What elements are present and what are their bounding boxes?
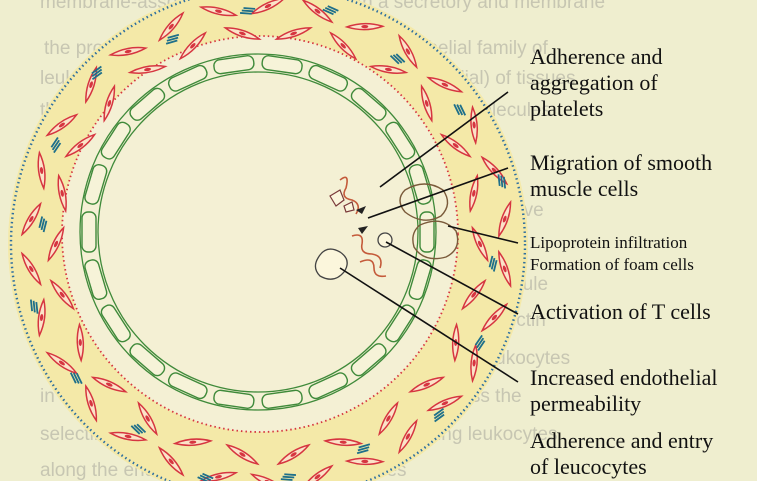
label-line: of leucocytes xyxy=(530,454,713,480)
endothelial-cell xyxy=(82,212,96,252)
label-line: Formation of foam cells xyxy=(530,254,694,276)
label-line: platelets xyxy=(530,96,663,122)
label-line: Adherence and entry xyxy=(530,428,713,454)
label-smooth-muscle: Migration of smooth muscle cells xyxy=(530,150,712,202)
label-line: Adherence and xyxy=(530,44,663,70)
label-line: Lipoprotein infiltration xyxy=(530,232,694,254)
label-line: permeability xyxy=(530,391,718,417)
label-line: aggregation of xyxy=(530,70,663,96)
label-line: Activation of T cells xyxy=(530,299,711,325)
label-line: muscle cells xyxy=(530,176,712,202)
label-lipoprotein: Lipoprotein infiltration Formation of fo… xyxy=(530,232,694,276)
label-platelets: Adherence and aggregation of platelets xyxy=(530,44,663,122)
label-leucocytes: Adherence and entry of leucocytes xyxy=(530,428,713,480)
endothelial-cell xyxy=(420,212,434,252)
label-line: Migration of smooth xyxy=(530,150,712,176)
intima-region xyxy=(62,36,458,432)
label-permeability: Increased endothelial permeability xyxy=(530,365,718,417)
label-t-cells: Activation of T cells xyxy=(530,299,711,325)
label-line: Increased endothelial xyxy=(530,365,718,391)
